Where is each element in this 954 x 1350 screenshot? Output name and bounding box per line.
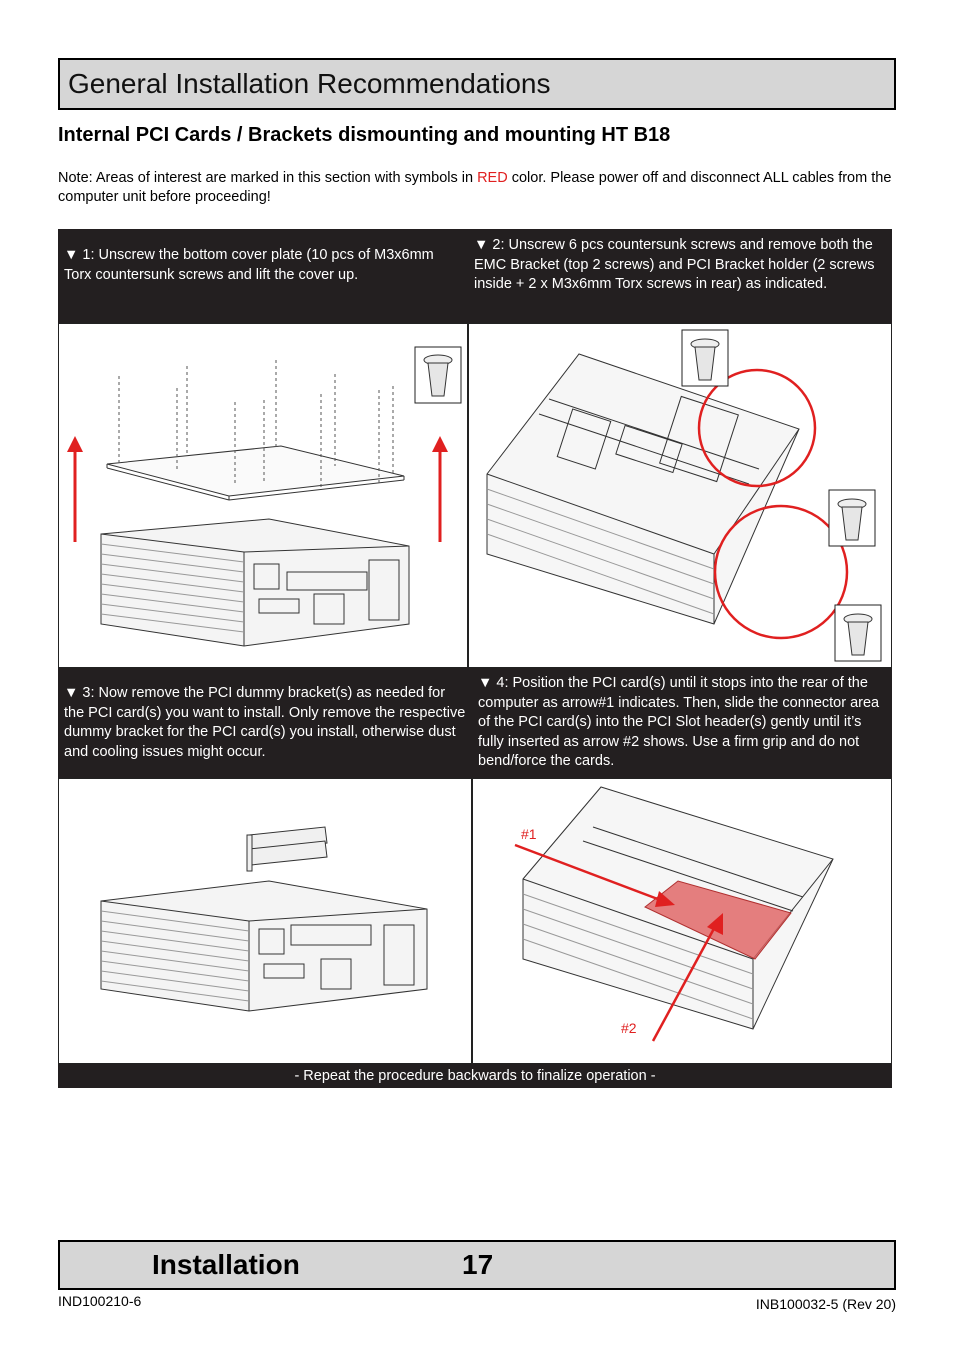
screw-detail-icon xyxy=(681,329,729,387)
step-3-instruction: ▼ 3: Now remove the PCI dummy bracket(s)… xyxy=(58,668,472,778)
note-text-after: color. Please power off and disconnect A… xyxy=(58,170,892,205)
arrow-up-left-icon xyxy=(67,436,83,542)
document-id-right: INB100032-5 (Rev 20) xyxy=(755,1296,896,1312)
insert-arrow-2-icon xyxy=(651,913,723,1042)
page-number: 17 xyxy=(462,1249,494,1280)
pci-holder-highlight-circle xyxy=(713,504,849,640)
arrow-up-right-icon xyxy=(432,436,448,542)
document-id-left: IND100210-6 xyxy=(58,1293,142,1309)
pci-dummy-bracket-drawing xyxy=(246,826,328,872)
safety-note: Note: Areas of interest are marked in th… xyxy=(58,169,898,207)
note-red-word: RED xyxy=(477,170,508,186)
insert-arrow-1-icon xyxy=(514,843,675,907)
screw-detail-icon xyxy=(414,346,462,404)
section-header-title: General Installation Recommendations xyxy=(68,68,551,99)
step-4-illustration: #1 #2 xyxy=(472,778,892,1064)
page-footer-bar: Installation 17 xyxy=(58,1240,896,1290)
arrow-2-label: #2 xyxy=(621,1020,637,1036)
arrow-1-label: #1 xyxy=(521,826,537,842)
computer-interior-drawing xyxy=(486,353,800,625)
step-3-illustration xyxy=(58,778,472,1064)
screw-detail-icon xyxy=(834,604,882,662)
computer-chassis-drawing xyxy=(100,880,428,1012)
emc-bracket-highlight-circle xyxy=(697,368,817,488)
step-2-illustration xyxy=(468,323,892,668)
repeat-procedure-note: - Repeat the procedure backwards to fina… xyxy=(58,1064,892,1088)
screw-detail-icon xyxy=(828,489,876,547)
page-subtitle: Internal PCI Cards / Brackets dismountin… xyxy=(58,124,671,146)
computer-chassis-drawing xyxy=(100,445,410,647)
note-text-before: Note: Areas of interest are marked in th… xyxy=(58,170,478,186)
section-header: General Installation Recommendations xyxy=(58,58,896,110)
step-2-instruction: ▼ 2: Unscrew 6 pcs countersunk screws an… xyxy=(468,229,892,323)
footer-section-title: Installation xyxy=(152,1249,300,1280)
step-1-instruction: ▼ 1: Unscrew the bottom cover plate (10 … xyxy=(58,229,468,323)
screw-guide-lines xyxy=(118,360,394,489)
step-1-illustration xyxy=(58,323,468,668)
step-4-instruction: ▼ 4: Position the PCI card(s) until it s… xyxy=(472,668,892,778)
